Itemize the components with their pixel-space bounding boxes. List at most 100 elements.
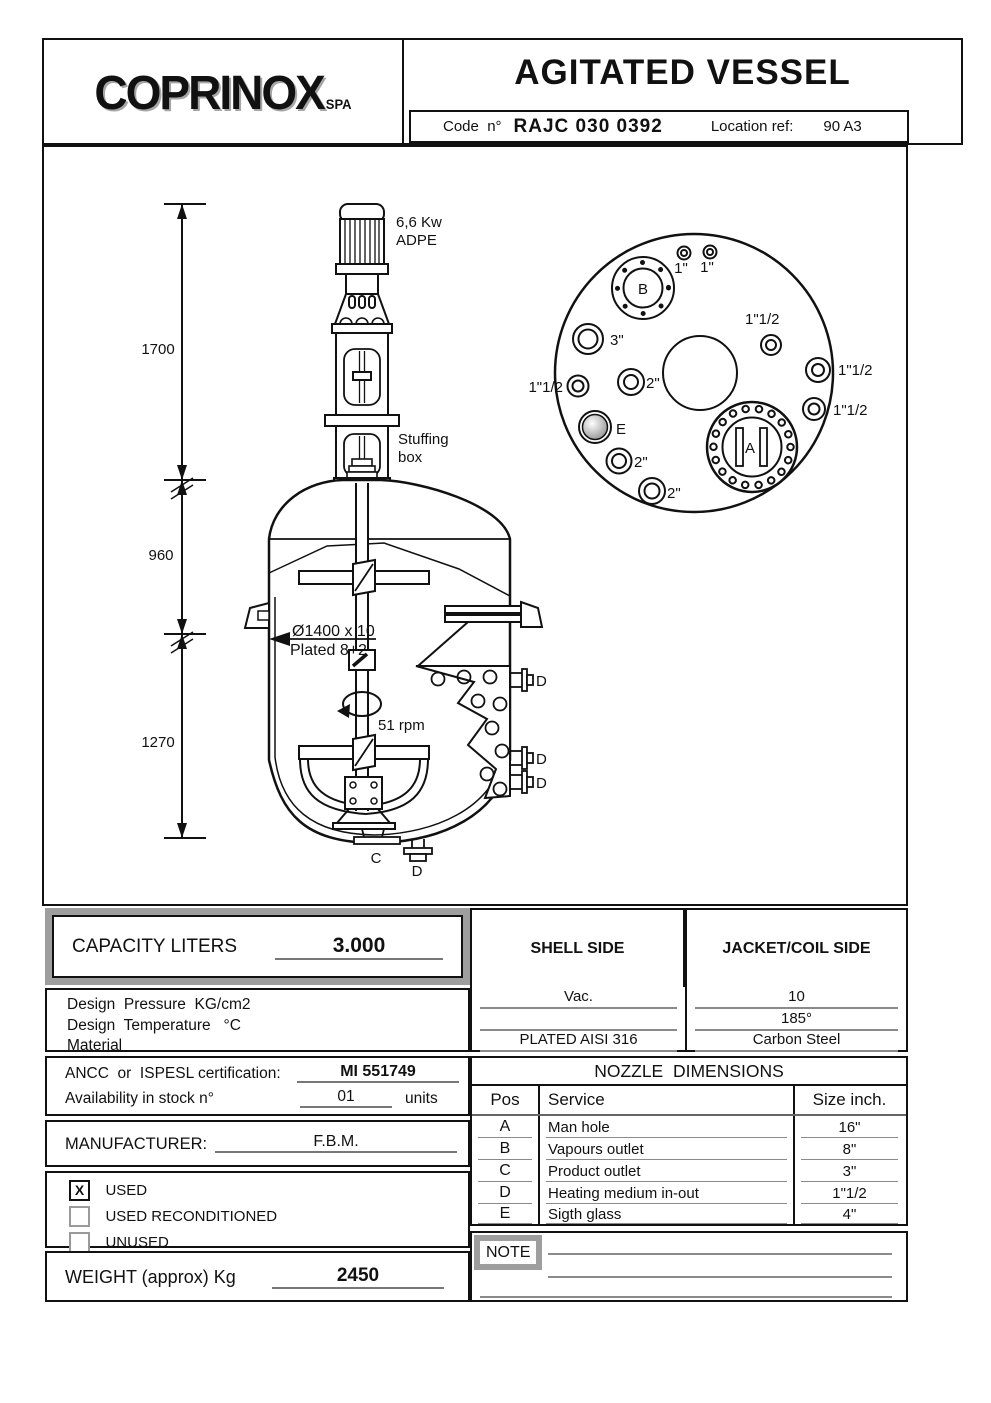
used-reconditioned-checkbox (69, 1206, 90, 1227)
used-reconditioned-label: USED RECONDITIONED (105, 1207, 278, 1225)
jacket-material-value: Carbon Steel (687, 1030, 906, 1052)
svg-text:2": 2" (667, 485, 681, 502)
capacity-value: 3.000 (275, 934, 443, 960)
nozzle-row-C: C Product outlet 3" (472, 1160, 906, 1182)
bottom-bearing (332, 776, 396, 830)
pos-cell: D (472, 1182, 538, 1204)
pos-cell: A (472, 1116, 538, 1138)
used-checkbox: X (69, 1180, 90, 1201)
svg-text:D: D (412, 863, 423, 880)
rotation-indicator (337, 691, 382, 718)
drain-nozzle (403, 839, 433, 862)
jacket-pressure-value: 10 (687, 987, 906, 1009)
unused-label: UNUSED (105, 1233, 169, 1251)
svg-text:Plated 8+2: Plated 8+2 (290, 642, 367, 659)
pos-cell: B (472, 1138, 538, 1160)
svg-text:2": 2" (634, 454, 648, 471)
svg-text:1": 1" (700, 259, 714, 276)
note-panel: NOTE (470, 1231, 908, 1302)
used-label: USED (105, 1181, 148, 1199)
svg-text:2": 2" (646, 375, 660, 392)
shell-material-value: PLATED AISI 316 (472, 1030, 685, 1052)
vessel-side-view (243, 478, 544, 862)
stock-value: 01 (300, 1088, 392, 1108)
design-pressure-label: Design Pressure KG/cm2 (67, 996, 251, 1013)
page-title: AGITATED VESSEL (514, 53, 851, 92)
motor-assembly (324, 203, 400, 488)
weight-box: WEIGHT (approx) Kg 2450 (45, 1251, 470, 1302)
vessel-top-view (553, 232, 835, 514)
shell-callout (269, 632, 376, 646)
manhole-A-flange (705, 400, 799, 494)
size-cell: 16" (795, 1116, 904, 1138)
size-cell: 3" (795, 1160, 904, 1182)
stock-units-label: units (405, 1090, 438, 1107)
svg-text:D: D (536, 751, 547, 768)
shell-pressure-value: Vac. (472, 987, 685, 1009)
half-coil-cutaway (415, 665, 511, 800)
certification-box: ANCC or ISPESL certification: MI 551749 … (45, 1056, 470, 1116)
design-box: Design Pressure KG/cm2 Design Temperatur… (45, 988, 470, 1054)
note-line (548, 1253, 892, 1255)
shell-temperature-value (472, 1009, 685, 1031)
service-cell: Vapours outlet (538, 1138, 795, 1160)
weight-value: 2450 (272, 1265, 444, 1289)
jacket-side-header: JACKET/COIL SIDE (722, 939, 871, 957)
svg-text:1"1/2: 1"1/2 (833, 402, 868, 419)
weight-label: WEIGHT (approx) Kg (65, 1267, 236, 1287)
svg-text:6,6 Kw: 6,6 Kw (396, 214, 442, 231)
unused-checkbox (69, 1232, 90, 1253)
service-header: Service (538, 1086, 795, 1114)
lower-impeller (298, 733, 430, 815)
svg-text:1"1/2: 1"1/2 (528, 379, 563, 396)
note-line (548, 1276, 892, 1278)
capacity-label: CAPACITY LITERS (72, 935, 238, 957)
location-ref-label: Location ref: (710, 118, 794, 135)
svg-text:960: 960 (148, 547, 173, 564)
svg-text:box: box (398, 449, 423, 466)
heating-nozzles (510, 668, 534, 794)
shell-jacket-table: SHELL SIDE JACKET/COIL SIDE Vac. 10 185°… (470, 908, 908, 1052)
nozzle-row-B: B Vapours outlet 8" (472, 1138, 906, 1160)
shell-side-header: SHELL SIDE (472, 910, 685, 987)
svg-text:Ø1400 x 10: Ø1400 x 10 (292, 623, 375, 640)
pos-cell: C (472, 1160, 538, 1182)
nozzle-table-title: NOZZLE DIMENSIONS (472, 1058, 906, 1086)
product-outlet (353, 828, 401, 845)
jacket-temperature-value: 185° (687, 1009, 906, 1031)
nozzle-dimensions-table: NOZZLE DIMENSIONS Pos Service Size inch.… (470, 1056, 908, 1226)
motor-fins (344, 219, 380, 264)
svg-text:1"1/2: 1"1/2 (838, 362, 873, 379)
code-label: Code n° (443, 118, 502, 135)
svg-text:1700: 1700 (141, 341, 174, 358)
svg-text:ADPE: ADPE (396, 232, 437, 249)
code-box: Code n° RAJC 030 0392 Location ref: 90 A… (409, 110, 909, 143)
nozzle-B-flange (611, 256, 675, 320)
nozzle-row-D: D Heating medium in-out 1"1/2 (472, 1182, 906, 1204)
svg-text:Stuffing: Stuffing (398, 431, 449, 448)
condition-box: X USED USED RECONDITIONED UNUSED (45, 1171, 470, 1253)
svg-text:51 rpm: 51 rpm (378, 717, 425, 734)
svg-text:D: D (536, 673, 547, 690)
svg-text:B: B (638, 281, 648, 298)
svg-text:3": 3" (610, 332, 624, 349)
column-divider (685, 910, 687, 1050)
svg-text:1": 1" (674, 260, 688, 277)
nozzle-table-header: Pos Service Size inch. (472, 1086, 906, 1116)
service-cell: Man hole (538, 1116, 795, 1138)
nozzle-row-E: E Sigth glass 4" (472, 1204, 906, 1224)
design-temperature-label: Design Temperature °C (67, 1016, 241, 1034)
svg-text:D: D (536, 775, 547, 792)
note-line (480, 1296, 892, 1298)
certification-value: MI 551749 (297, 1063, 459, 1083)
location-ref-value: 90 A3 (823, 118, 862, 135)
manufacturer-value: F.B.M. (215, 1133, 457, 1153)
material-label: Material (67, 1037, 123, 1054)
note-label: NOTE (474, 1235, 543, 1270)
